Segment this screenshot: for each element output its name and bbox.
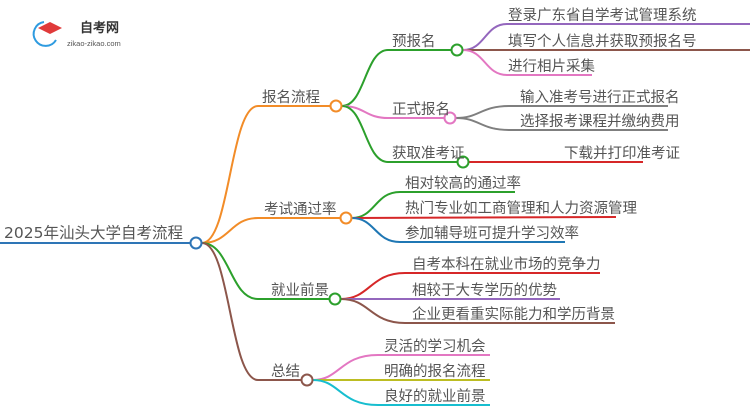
- branch-toggle-employment[interactable]: [328, 292, 342, 306]
- leaf-node[interactable]: 输入准考号进行正式报名: [520, 89, 680, 106]
- leaf-node[interactable]: 选择报考课程并缴纳费用: [520, 113, 680, 130]
- root-node-label[interactable]: 2025年汕头大学自考流程: [4, 224, 183, 242]
- leaf-node[interactable]: 企业更看重实际能力和学历背景: [412, 305, 615, 323]
- leaf-node[interactable]: 参加辅导班可提升学习效率: [405, 225, 579, 242]
- logo-ring-icon: [32, 21, 57, 47]
- leaf-node[interactable]: 相对较高的通过率: [405, 174, 521, 192]
- leaf-node[interactable]: 热门专业如工商管理和人力资源管理: [405, 200, 637, 217]
- root-collapse-toggle[interactable]: [189, 236, 203, 250]
- logo-url: zikao-zikao.com: [67, 39, 121, 48]
- branch-toggle-pre-registration[interactable]: [450, 43, 464, 57]
- leaf-node[interactable]: 灵活的学习机会: [384, 338, 486, 355]
- branch-label[interactable]: 报名流程: [262, 89, 320, 106]
- branch-toggle-summary[interactable]: [300, 373, 314, 387]
- subbranch-label[interactable]: 正式报名: [392, 101, 450, 118]
- leaf-node[interactable]: 良好的就业前景: [384, 388, 486, 405]
- branch-toggle-formal-registration[interactable]: [443, 111, 457, 125]
- subbranch-label[interactable]: 预报名: [392, 33, 436, 50]
- branch-label[interactable]: 就业前景: [271, 282, 329, 299]
- leaf-node[interactable]: 明确的报名流程: [384, 363, 486, 380]
- leaf-node[interactable]: 相较于大专学历的优势: [412, 281, 557, 299]
- leaf-node[interactable]: 登录广东省自学考试管理系统: [508, 7, 697, 24]
- graduation-cap-icon: [38, 22, 62, 34]
- subbranch-label[interactable]: 获取准考证: [392, 145, 465, 162]
- branch-label[interactable]: 考试通过率: [264, 201, 337, 218]
- branch-toggle-registration[interactable]: [329, 99, 343, 113]
- logo-title: 自考网: [80, 20, 119, 36]
- branch-label[interactable]: 总结: [271, 363, 300, 380]
- leaf-node[interactable]: 进行相片采集: [508, 58, 595, 75]
- logo: 自考网 zikao-zikao.com: [32, 20, 121, 48]
- leaf-node[interactable]: 自考本科在就业市场的竞争力: [412, 255, 601, 273]
- branch-toggle-admission-ticket[interactable]: [456, 155, 470, 169]
- branch-toggle-pass-rate[interactable]: [339, 211, 353, 225]
- leaf-node[interactable]: 下载并打印准考证: [564, 145, 680, 162]
- leaf-node[interactable]: 填写个人信息并获取预报名号: [508, 33, 697, 50]
